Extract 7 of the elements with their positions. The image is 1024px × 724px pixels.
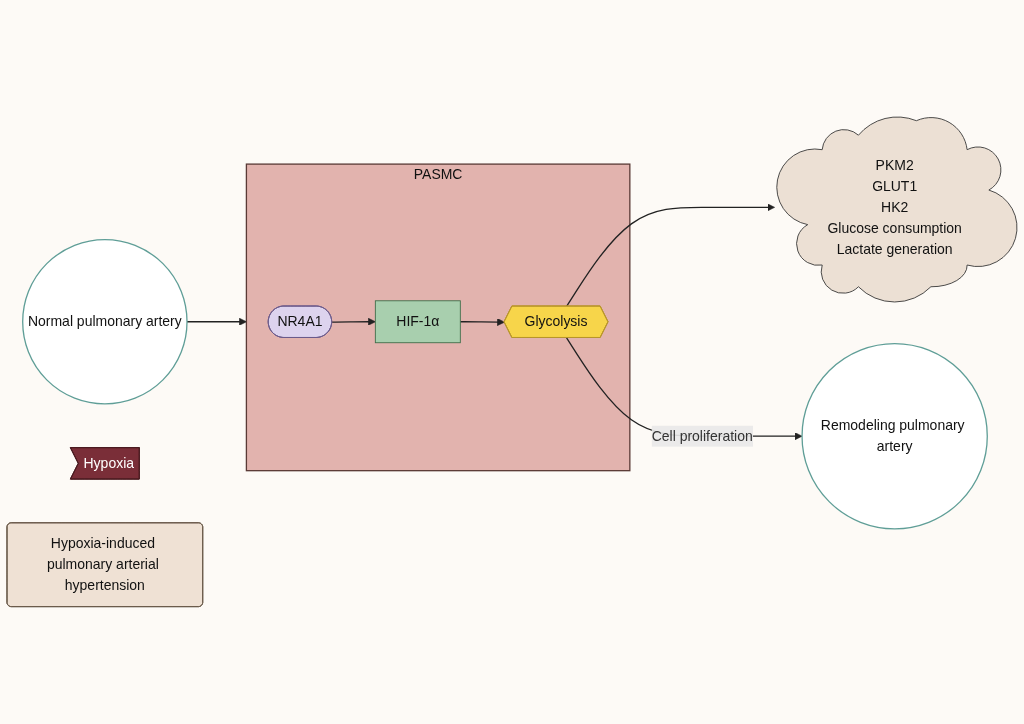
node-box: HIF-1α <box>374 300 461 344</box>
arrow <box>459 318 505 327</box>
arrow <box>565 203 775 308</box>
arrow <box>331 318 376 326</box>
node-circle: Normal pulmonary artery <box>22 239 188 405</box>
node-circle: Remodeling pulmonary artery <box>801 343 988 530</box>
edge-label: Cell proliferation <box>651 428 753 444</box>
